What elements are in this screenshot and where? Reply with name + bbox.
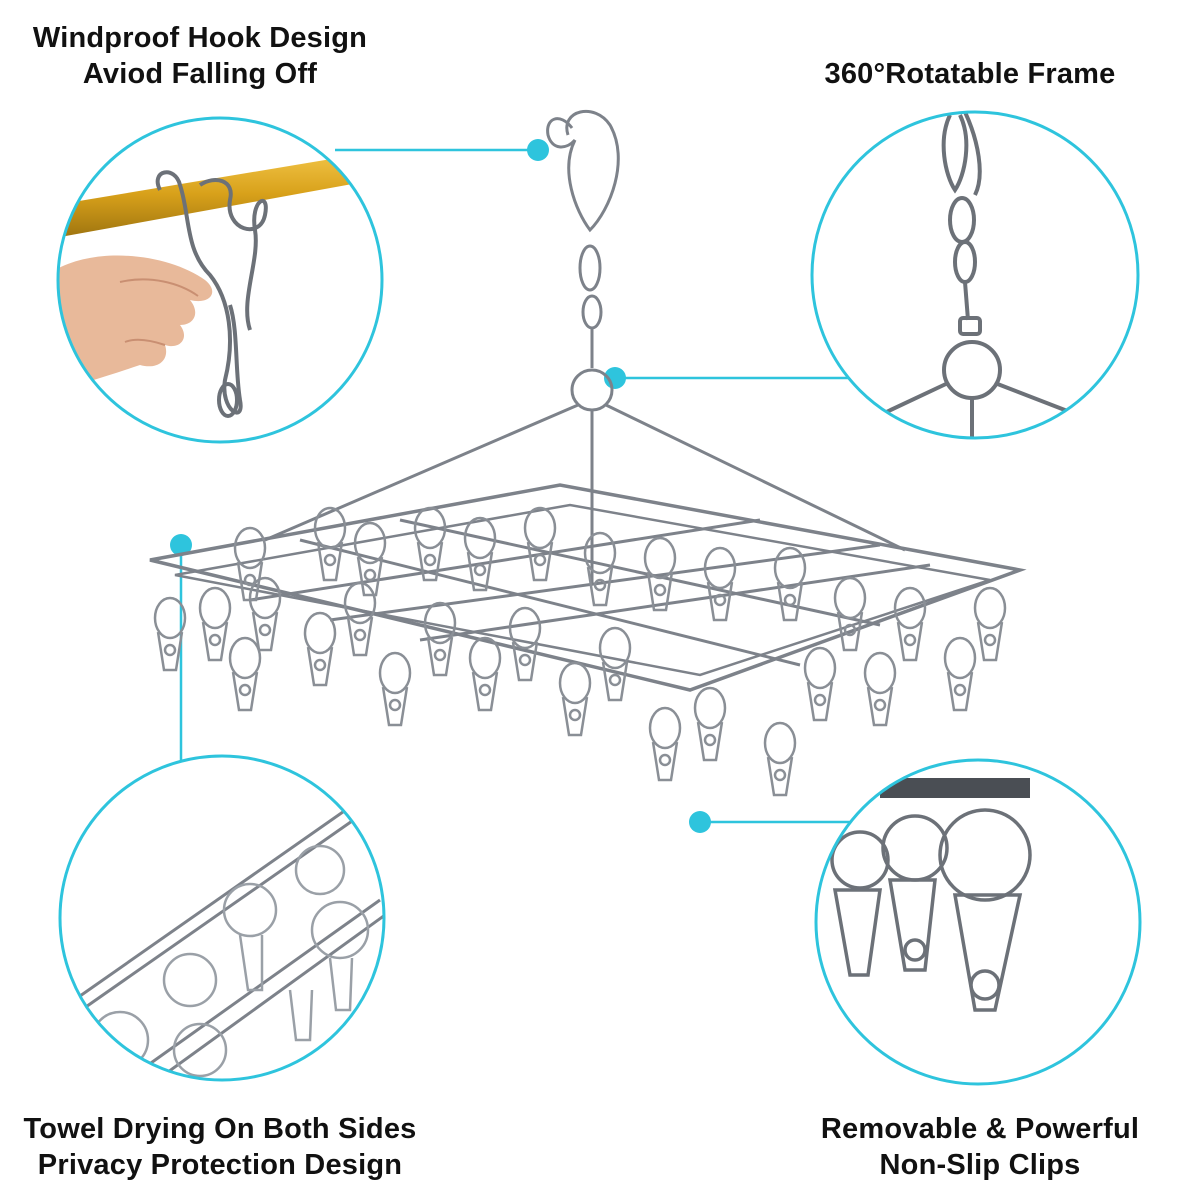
caption-hook-line1: Windproof Hook Design — [32, 22, 368, 54]
clothes-peg-icon — [423, 601, 457, 677]
caption-clips-line1: Removable & Powerful — [820, 1113, 1140, 1145]
clothes-peg-icon — [558, 661, 592, 737]
clothes-peg-icon — [833, 576, 867, 652]
clothes-peg-icon — [703, 546, 737, 622]
clothes-peg-icon — [90, 844, 370, 1078]
clothes-peg-icon — [378, 651, 412, 727]
clothes-peg-icon — [313, 506, 347, 582]
clothes-peg-icon — [598, 626, 632, 702]
clothes-peg-icon — [643, 536, 677, 612]
hanger-hook-icon — [155, 170, 268, 418]
clothes-peg-icon — [508, 606, 542, 682]
clothes-peg-icon — [343, 581, 377, 657]
caption-clips-line2: Non-Slip Clips — [879, 1149, 1081, 1181]
caption-rotate: 360°Rotatable Frame — [790, 56, 1150, 92]
leader-lines — [179, 148, 855, 824]
clothes-peg-icon — [973, 586, 1007, 662]
clothes-peg-icon — [943, 636, 977, 712]
clothes-peg-icon — [893, 586, 927, 662]
clothes-peg-icon — [413, 506, 447, 582]
peg-group — [153, 506, 1007, 797]
caption-towel: Towel Drying On Both Sides Privacy Prote… — [10, 1111, 430, 1183]
leader-dots — [170, 139, 711, 833]
rotating-ring-icon — [570, 368, 614, 412]
rotating-ring-icon — [879, 112, 1071, 438]
caption-hook: Windproof Hook Design Aviod Falling Off — [20, 20, 380, 92]
caption-clips: Removable & Powerful Non-Slip Clips — [790, 1111, 1170, 1183]
clothes-peg-icon — [693, 686, 727, 762]
clothes-peg-icon — [228, 636, 262, 712]
clothes-peg-icon — [773, 546, 807, 622]
clothes-peg-icon — [233, 526, 267, 602]
clothes-peg-icon — [463, 516, 497, 592]
caption-hook-line2: Aviod Falling Off — [82, 58, 318, 90]
clothes-peg-icon — [248, 576, 282, 652]
detail-circle-clips — [814, 758, 1142, 1086]
detail-circle-hook — [56, 116, 384, 444]
detail-circle-rotate — [810, 110, 1140, 440]
gold-rail-icon — [58, 150, 382, 238]
hand-icon — [58, 255, 213, 390]
clothes-peg-icon — [863, 651, 897, 727]
detail-circle-towel — [58, 754, 386, 1082]
clothes-peg-icon — [523, 506, 557, 582]
clothes-peg-icon — [803, 646, 837, 722]
clothes-peg-icon — [303, 611, 337, 687]
clothes-peg-icon — [830, 808, 1032, 1012]
clothes-peg-icon — [763, 721, 797, 797]
caption-rotate-line1: 360°Rotatable Frame — [824, 58, 1116, 90]
clothes-peg-icon — [468, 636, 502, 712]
caption-towel-line1: Towel Drying On Both Sides — [23, 1113, 417, 1145]
clothes-peg-icon — [153, 596, 187, 672]
hanger-hook-icon — [546, 109, 620, 368]
clothes-peg-icon — [198, 586, 232, 662]
caption-towel-line2: Privacy Protection Design — [37, 1149, 403, 1181]
clothes-peg-icon — [583, 531, 617, 607]
clothes-peg-icon — [353, 521, 387, 597]
clothes-peg-icon — [648, 706, 682, 782]
